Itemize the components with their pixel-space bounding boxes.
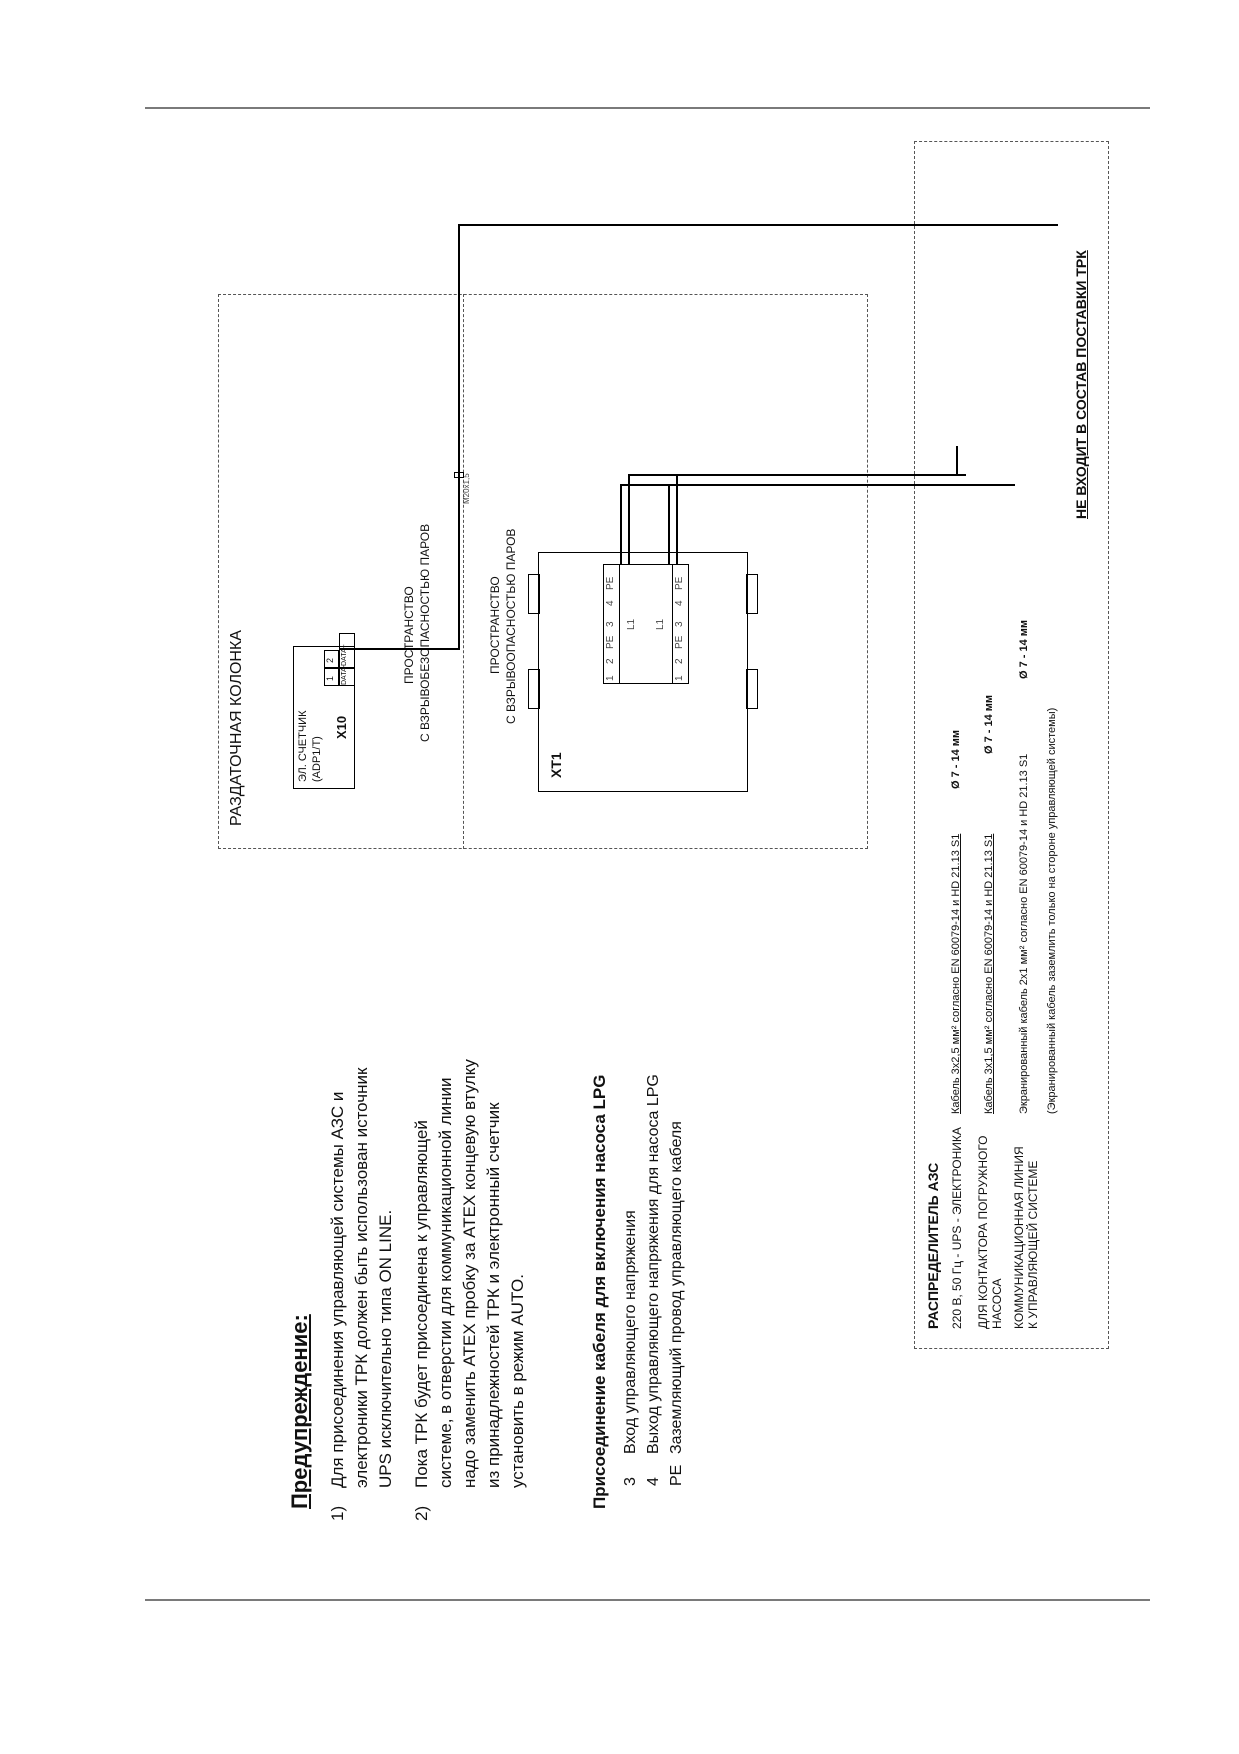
safe-zone-line2: С ВЗРЫВОБЕЗОПАСНОСТЬЮ ПАРОВ [418,523,432,742]
xt1-tab-bottom-left [746,669,758,709]
dispenser-title: РАЗДАТОЧНАЯ КОЛОНКА [228,630,245,826]
dist-row-3-label-2: К УПРАВЛЯЮЩЕЙ СИСТЕМЕ [1026,1160,1040,1329]
terminal-bottom-3: 3 [674,621,685,627]
lpg-item-pe-text: Заземляющий провод управляющего кабеля [668,1121,685,1454]
lpg-title: Присоединение кабеля для включения насос… [590,1074,609,1509]
terminal-top-4: 4 [605,600,616,606]
meter-connector: X10 [334,715,349,739]
wire-comm-vertical-meter [339,648,459,650]
dist-row-3-cable: Экранированный кабель 2x1 мм² согласно E… [1018,753,1030,1114]
meter-pin-2-num: 2 [325,657,335,663]
dist-row-3-label-1: КОММУНИКАЦИОННАЯ ЛИНИЯ [1012,1146,1026,1329]
dist-row-2-label-2: НАСОСА [990,1278,1004,1329]
warning-1-num: 1) [328,1505,347,1521]
warning-2-line3: надо заменить ATEX пробку за ATEX концев… [460,1059,479,1488]
wire-power-c [668,484,670,564]
lpg-item-pe-code: PE [668,1464,685,1486]
warning-1-line1: Для присоединения управляющей системы АЗ… [328,1091,347,1488]
dist-row-2-label-1: ДЛЯ КОНТАКТОРА ПОГРУЖНОГО [976,1135,990,1329]
wire-power-d [676,474,678,564]
dist-note: (Экранированный кабель заземлить только … [1046,707,1058,1114]
terminal-bottom-pe2: PE [674,576,685,590]
not-included-label: НЕ ВХОДИТ В СОСТАВ ПОСТАВКИ ТРК [1073,250,1089,519]
xt1-tab-top-left [528,669,540,709]
wire-power-b [628,474,630,564]
terminal-top-2: 2 [605,658,616,664]
meter-data-minus: DATA- [341,665,348,685]
wire-power-a [620,484,622,564]
meter-pin-1-num: 1 [325,675,335,681]
lpg-item-3-text: Вход управляющего напряжения [622,1210,639,1454]
wire-comm-horizontal [458,224,460,650]
lpg-item-4-code: 4 [645,1477,662,1486]
terminal-top-pe1: PE [605,635,616,649]
terminal-bottom-pe1: PE [674,635,685,649]
lpg-item-3-code: 3 [622,1477,639,1486]
lpg-item-4-text: Выход управляющего напряжения для насоса… [645,1074,662,1454]
dist-row-2-diameter: Ø 7 - 14 мм [983,694,995,754]
meter-label-2: (ADP1/T) [311,736,323,782]
zone-divider [463,294,464,849]
gland-mark [454,472,464,478]
terminal-top-1: 1 [605,675,616,681]
warning-2-num: 2) [412,1505,431,1521]
xt1-tab-bottom-right [746,574,758,614]
terminal-bottom-1: 1 [674,675,685,681]
warning-2-line4: из принадлежностей ТРК и электронный сче… [484,1102,503,1488]
warning-2-line5: установить в режим AUTO. [508,1274,527,1488]
terminal-mid-l1a: L1 [626,618,637,630]
warning-2-line1: Пока ТРК будет присоединена к управляюще… [412,1120,431,1488]
dist-row-1-label: 220 В, 50 Гц - UPS - ЭЛЕКТРОНИКА [950,1127,964,1329]
warning-2-line2: системе, в отверстии для коммуникационно… [436,1077,455,1488]
dist-row-1-cable: Кабель 3x2,5 мм² согласно EN 60079-14 и … [950,833,962,1114]
terminal-top-3: 3 [605,621,616,627]
top-rule [145,107,1150,109]
warning-title: Предупреждение: [287,1314,312,1509]
bottom-rule [145,1599,1150,1601]
terminal-top-pe2: PE [605,576,616,590]
terminal-bottom-2: 2 [674,658,685,664]
dist-row-2-cable: Кабель 3x1,5 мм² согласно EN 60079-14 и … [983,833,995,1114]
safe-zone-line1: ПРОСТРАНСТВО [402,586,416,684]
distributor-title: РАСПРЕДЕЛИТЕЛЬ АЗС [925,1162,941,1329]
hazard-zone-line1: ПРОСТРАНСТВО [488,576,502,674]
hazard-zone-line2: С ВЗРЫВООПАСНОСТЬЮ ПАРОВ [504,528,518,724]
dist-row-1-diameter: Ø 7 - 14 мм [950,729,962,789]
wire-power-f [628,474,678,476]
xt1-tab-top-right [528,574,540,614]
dist-row-3-diameter: Ø 7 - 14 мм [1018,619,1030,679]
terminal-bottom-4: 4 [674,600,685,606]
terminal-mid-l1b: L1 [655,618,666,630]
warning-1-line3: UPS исключительно типа ON LINE. [376,1209,395,1488]
xt1-label: XT1 [548,752,564,778]
meter-label-1: ЭЛ. СЧЕТЧИК [297,710,309,782]
warning-1-line2: электроники ТРК должен быть использован … [352,1067,371,1488]
